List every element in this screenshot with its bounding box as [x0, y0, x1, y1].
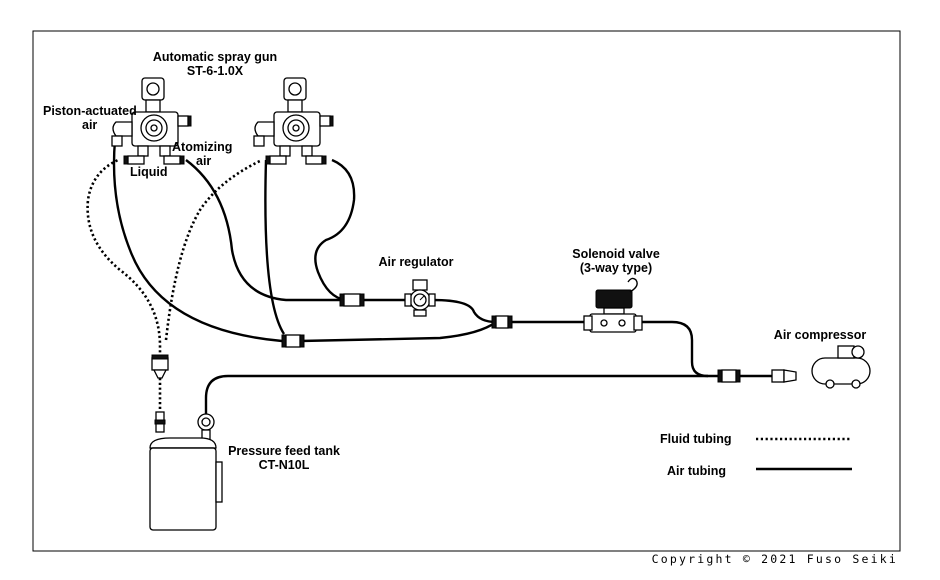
piston-air-label-line2: air [82, 118, 97, 132]
air-compressor [771, 345, 871, 389]
pressure-feed-tank [149, 411, 223, 531]
air-line-solenoid-to-tee [640, 320, 709, 378]
atomizing-air-label-line1: Atomizing [172, 140, 232, 154]
legend-air-label: Air tubing [667, 464, 726, 478]
tee-fitting-solenoid-in [491, 315, 513, 329]
spray-gun-model-label: ST-6-1.0X [187, 64, 244, 78]
fluid-tubing-lines [86, 158, 263, 412]
air-line-gun2-piston [314, 158, 356, 302]
tank-model-label: CT-N10L [259, 458, 310, 472]
spray-gun-2 [253, 77, 334, 165]
tank-name-label: Pressure feed tank [228, 444, 340, 458]
legend: Fluid tubing Air tubing [660, 432, 852, 478]
legend-fluid-label: Fluid tubing [660, 432, 732, 446]
liquid-label: Liquid [130, 165, 168, 179]
solenoid-valve [583, 277, 643, 333]
solenoid-valve-label-line1: Solenoid valve [572, 247, 660, 261]
atomizing-air-label-line2: air [196, 154, 211, 168]
tee-fitting-compressor [717, 369, 741, 383]
fluid-line-gun1 [86, 158, 162, 362]
air-line-gun1-atomize [185, 159, 340, 302]
spray-gun-1 [111, 77, 192, 165]
air-line-gun2-atomize [264, 159, 286, 335]
air-regulator-label: Air regulator [378, 255, 453, 269]
air-line-gun1-piston [112, 139, 283, 343]
tee-fitting-regulator-in [339, 293, 365, 307]
diagram-frame [32, 30, 901, 552]
spray-gun-name-label: Automatic spray gun [153, 50, 277, 64]
air-regulator [404, 279, 436, 317]
fluid-line-gun2 [164, 158, 263, 341]
air-line-tank [204, 374, 722, 418]
air-compressor-label: Air compressor [774, 328, 867, 342]
copyright-text: Copyright © 2021 Fuso Seiki [652, 552, 898, 566]
air-tubing-lines [112, 139, 772, 418]
tee-fitting-atomizing [281, 334, 305, 348]
solenoid-valve-label-line2: (3-way type) [580, 261, 652, 275]
air-line-regulator-out [432, 298, 497, 324]
fluid-fitting [151, 354, 169, 379]
air-line-tee2 [299, 321, 497, 343]
piston-air-label-line1: Piston-actuated [43, 104, 137, 118]
